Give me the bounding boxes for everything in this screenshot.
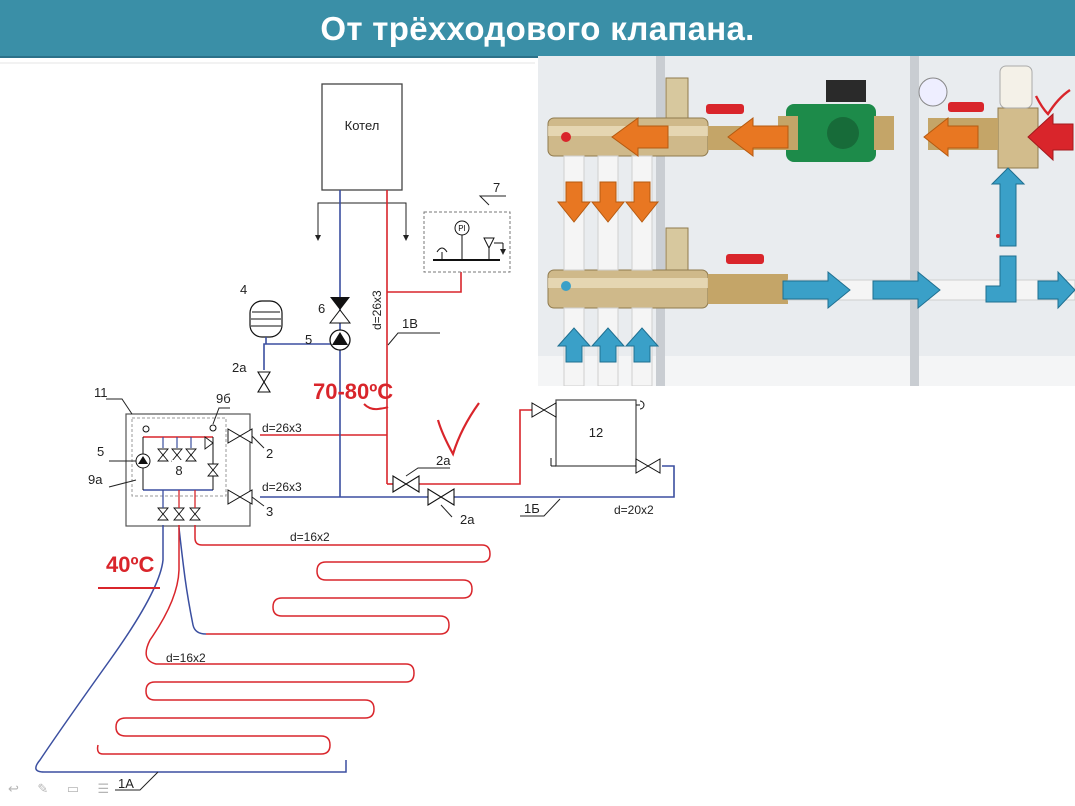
- temp-high-underline: [363, 403, 389, 411]
- back-icon[interactable]: ↩: [8, 782, 19, 797]
- manifold-photo: [538, 56, 1075, 386]
- label-1b: 1Б: [524, 501, 540, 516]
- inlet-arrow: [1027, 112, 1074, 162]
- loop-upper-dimension: d=16x2: [290, 530, 330, 544]
- label-9b: 9б: [216, 391, 231, 406]
- pressure-gauge-label: PI: [458, 224, 466, 233]
- label-5-unit: 5: [97, 444, 104, 459]
- ball-valve-2a-supply: [392, 475, 420, 493]
- expansion-tank: [249, 300, 283, 344]
- floor-loop-upper-supply: [194, 525, 491, 635]
- return-unit-dimension: d=26x3: [262, 480, 302, 494]
- floor-loop-lower-supply: [96, 525, 415, 755]
- ball-valve-2a-left: [257, 371, 271, 393]
- boiler-label: Котел: [345, 118, 380, 133]
- label-6: 6: [318, 301, 325, 316]
- loop-lower-dimension: d=16x2: [166, 651, 206, 665]
- radiator: [555, 399, 637, 467]
- mixing-unit: [125, 413, 253, 527]
- boiler: [321, 83, 403, 191]
- menu-icon[interactable]: ☰: [97, 782, 110, 797]
- radiator-valve-top: [531, 402, 557, 418]
- label-2a-mid-top: 2а: [436, 453, 451, 468]
- screen-icon[interactable]: ▭: [66, 782, 80, 797]
- label-8: 8: [175, 463, 182, 478]
- floor-loop-lower-return: [35, 525, 347, 773]
- label-9a: 9а: [88, 472, 103, 487]
- circulation-pump-photo: [778, 80, 894, 162]
- label-2a-mid-bottom: 2а: [460, 512, 475, 527]
- air-vent: [636, 400, 645, 410]
- label-7: 7: [493, 180, 500, 195]
- mounting-rail-middle: [910, 56, 919, 386]
- slide-toolbar: ↩ ✎ ▭ ☰: [8, 780, 123, 800]
- ball-valve-2a-return: [427, 488, 455, 506]
- riser-dimension: d=26x3: [370, 290, 384, 330]
- circulation-pump: [329, 329, 351, 351]
- manifold-bottom: [547, 227, 788, 309]
- label-5-pump: 5: [305, 332, 312, 347]
- mounting-rail-left: [656, 56, 665, 386]
- label-12: 12: [589, 425, 603, 440]
- boiler-drain-frame: [317, 202, 407, 208]
- radiator-dimension: d=20x2: [614, 503, 654, 517]
- floor-loop-upper-return: [178, 527, 207, 635]
- slide-title: От трёхходового клапана.: [320, 10, 755, 47]
- supply-unit-dimension: d=26x3: [262, 421, 302, 435]
- label-11: 11: [94, 385, 108, 400]
- title-banner: От трёхходового клапана.: [0, 0, 1075, 58]
- supply-pipe: [260, 190, 532, 485]
- ball-valve-photo: [706, 102, 984, 264]
- check-valve: [328, 297, 352, 324]
- temp-high-annotation: 70-80ºC: [313, 379, 393, 404]
- cold-flow-arrows: [556, 167, 1075, 363]
- label-1v: 1В: [402, 316, 418, 331]
- temp-low-annotation: 40ºC: [106, 552, 155, 577]
- label-3: 3: [266, 504, 273, 519]
- label-2a-left: 2а: [232, 360, 247, 375]
- manifold-photo-drawing: [538, 56, 1075, 386]
- hot-flow-arrows: [556, 116, 979, 223]
- radiator-valve-bottom: [635, 458, 661, 474]
- pen-icon[interactable]: ✎: [37, 782, 49, 797]
- safety-group: PI: [423, 211, 511, 273]
- label-1a: 1А: [118, 776, 134, 791]
- check-mark-diagram: [436, 402, 480, 457]
- check-mark-photo: [1034, 89, 1071, 116]
- label-2: 2: [266, 446, 273, 461]
- label-4: 4: [240, 282, 247, 297]
